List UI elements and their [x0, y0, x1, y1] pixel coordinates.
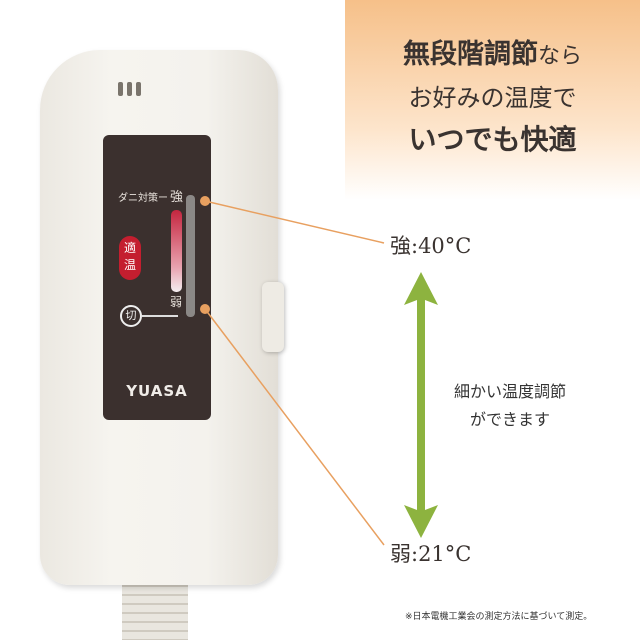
weak-mark: 弱: [170, 295, 183, 309]
promo-bold: 無段階調節: [402, 39, 538, 70]
promo-line-3: いつでも快適: [408, 123, 577, 156]
strong-mark: 強: [170, 190, 184, 205]
caption-line-2: ができます: [469, 410, 550, 429]
off-mark: 切: [120, 305, 142, 327]
low-leader-line: [204, 308, 385, 546]
vent-icon: [118, 82, 123, 96]
high-leader-line: [204, 200, 385, 244]
high-dot: [200, 196, 210, 206]
vent-icon: [136, 82, 141, 96]
promo-line-2: お好みの温度で: [408, 84, 577, 112]
recommended-badge: 適温: [119, 236, 141, 280]
slider-track: [186, 195, 195, 317]
double-arrow-icon: [404, 272, 438, 538]
brand-logo: YUASA: [126, 382, 188, 400]
promo-line-1: 無段階調節なら: [345, 32, 640, 71]
low-temp-label: 弱:21°C: [390, 542, 472, 566]
temperature-slider[interactable]: [262, 282, 284, 352]
off-line: [142, 315, 178, 317]
mite-label: ダニ対策ー: [118, 193, 168, 204]
promo-rest: なら: [537, 44, 582, 69]
promo-banner: [345, 0, 640, 200]
footnote: ※日本電機工業会の測定方法に基づいて測定。: [405, 612, 593, 622]
caption-line-1: 細かい温度調節: [453, 382, 566, 401]
heat-level-bar: [171, 210, 182, 292]
low-dot: [200, 304, 210, 314]
high-temp-label: 強:40°C: [390, 234, 472, 258]
adjust-caption: 細かい温度調節 ができます: [430, 378, 590, 434]
vent-icon: [127, 82, 132, 96]
